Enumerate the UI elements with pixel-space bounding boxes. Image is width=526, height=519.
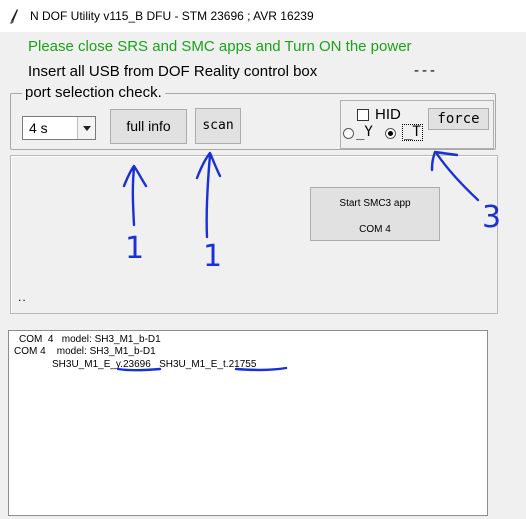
window-title: N DOF Utility v115_B DFU - STM 23696 ; A… bbox=[30, 9, 314, 23]
radio-y[interactable] bbox=[343, 128, 354, 139]
log-line: COM 4 model: SH3_M1_b-D1 bbox=[14, 346, 156, 357]
log-line: SH3U_M1_E_y.23696 SH3U_M1_E_t.21755 bbox=[52, 359, 257, 370]
full-info-button[interactable]: full info bbox=[110, 109, 187, 144]
start-smc3-button[interactable]: Start SMC3 app COM 4 bbox=[310, 187, 440, 241]
start-smc3-label: Start SMC3 app bbox=[339, 198, 411, 209]
status-dots: .. bbox=[18, 290, 27, 304]
main-panel bbox=[10, 155, 498, 314]
port-timeout-value: 4 s bbox=[29, 120, 48, 136]
radio-y-label: _Y bbox=[356, 124, 373, 140]
radio-t[interactable] bbox=[385, 128, 396, 139]
port-selection-label: port selection check. bbox=[22, 84, 165, 101]
hid-label: HID bbox=[375, 106, 401, 123]
port-timeout-select[interactable]: 4 s bbox=[22, 116, 96, 140]
status-dashes: --- bbox=[414, 62, 438, 79]
power-instruction: Please close SRS and SMC apps and Turn O… bbox=[28, 38, 412, 55]
title-bar: N DOF Utility v115_B DFU - STM 23696 ; A… bbox=[0, 0, 526, 32]
force-button[interactable]: force bbox=[428, 108, 489, 130]
log-line: COM 4 model: SH3_M1_b-D1 bbox=[19, 334, 161, 345]
log-output[interactable]: COM 4 model: SH3_M1_b-D1 COM 4 model: SH… bbox=[8, 330, 488, 516]
scan-button[interactable]: scan bbox=[195, 108, 241, 144]
com-port-label: COM 4 bbox=[359, 224, 391, 235]
mode-group bbox=[340, 100, 494, 149]
app-icon bbox=[10, 9, 18, 24]
port-selection-group bbox=[10, 93, 496, 150]
usb-instruction: Insert all USB from DOF Reality control … bbox=[28, 63, 318, 80]
hid-checkbox[interactable] bbox=[357, 109, 369, 121]
chevron-down-icon[interactable] bbox=[77, 117, 95, 139]
radio-t-label: _T bbox=[402, 124, 423, 141]
